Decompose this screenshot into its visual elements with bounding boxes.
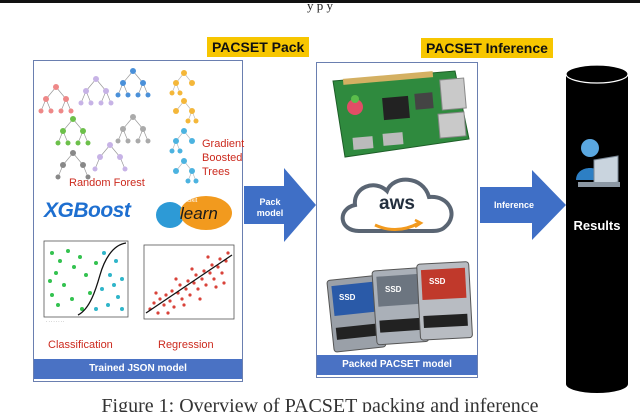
- packed-model-panel: aws SSD SSD SSD Packed PACSET model: [316, 62, 478, 378]
- random-forest-trees-icon: [38, 68, 151, 180]
- pack-arrow-line2: model: [256, 208, 284, 218]
- pack-model-arrow-label: Pack model: [250, 197, 290, 219]
- random-forest-label: Random Forest: [69, 177, 145, 189]
- classification-plot: · · · · · · · ·: [43, 240, 129, 324]
- sklearn-small-text: scikit: [184, 198, 198, 204]
- gradient-label-line2: Boosted: [202, 152, 243, 164]
- ssd-label-1: SSD: [339, 293, 356, 302]
- regression-plot: [143, 244, 235, 320]
- gradient-boosted-label: Gradient Boosted Trees: [202, 137, 244, 179]
- results-cylinder: [566, 64, 628, 393]
- pack-model-arrow: [244, 168, 316, 242]
- regression-label: Regression: [158, 339, 214, 351]
- trained-model-caption: Trained JSON model: [34, 359, 242, 379]
- pacset-inference-label: PACSET Inference: [421, 38, 553, 58]
- aws-cloud-logo: [340, 177, 454, 233]
- header-rule: [0, 0, 640, 3]
- svg-text:· · · · · · · ·: · · · · · · · ·: [46, 319, 64, 324]
- aws-logo-text: aws: [379, 193, 415, 214]
- raspberry-pi-board: [332, 70, 470, 158]
- header-fragment: y p y: [307, 3, 333, 13]
- gradient-label-line1: Gradient: [202, 138, 245, 150]
- packed-model-caption: Packed PACSET model: [317, 355, 477, 375]
- gradient-label-line3: Trees: [202, 166, 230, 178]
- sklearn-logo-icon: [156, 196, 232, 230]
- sklearn-learn-text: learn: [180, 204, 218, 223]
- ssd-label-3: SSD: [429, 277, 446, 286]
- inference-arrow: [480, 170, 566, 240]
- gradient-boosted-trees-icon: [169, 70, 199, 184]
- ssd-drives: [326, 261, 473, 353]
- xgboost-logo: XGBoost: [44, 199, 131, 222]
- pacset-pack-label: PACSET Pack: [207, 37, 310, 57]
- results-label: Results: [573, 218, 621, 233]
- pack-arrow-line1: Pack: [259, 197, 281, 207]
- ssd-label-2: SSD: [385, 285, 402, 294]
- user-at-computer-icon: [576, 139, 620, 187]
- classification-label: Classification: [48, 339, 113, 351]
- inference-arrow-label: Inference: [493, 200, 535, 210]
- trained-model-panel: Gradient Boosted Trees Random Forest XGB…: [33, 60, 244, 382]
- figure-caption: Figure 1: Overview of PACSET packing and…: [101, 395, 539, 412]
